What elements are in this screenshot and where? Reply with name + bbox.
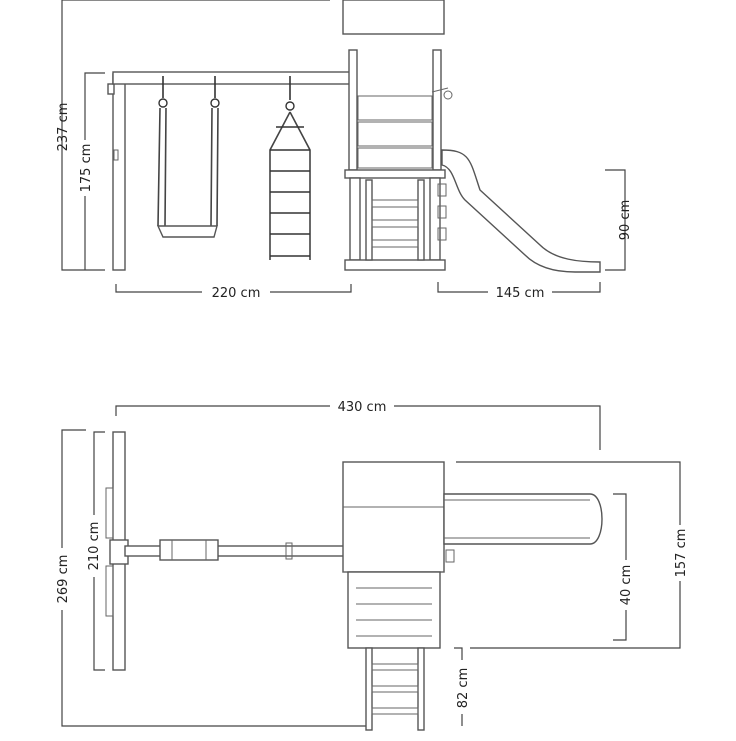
tower (342, 0, 453, 271)
dim-157-label: 157 cm (674, 529, 689, 578)
dim-210: 210 cm (86, 431, 105, 671)
dim-82-label: 82 cm (456, 668, 471, 709)
dim-145: 145 cm (437, 282, 601, 301)
dim-175: 175 cm (78, 72, 105, 270)
slide-top (443, 493, 603, 545)
dim-157: 157 cm (456, 461, 689, 649)
swing-frame (107, 71, 351, 271)
ladder-top (365, 647, 425, 731)
dim-82: 82 cm (454, 647, 471, 726)
dim-220-label: 220 cm (212, 286, 261, 301)
dim-430-label: 430 cm (338, 400, 387, 415)
dim-210-label: 210 cm (87, 522, 102, 571)
dim-40-label: 40 cm (619, 565, 634, 606)
dim-90-label: 90 cm (618, 200, 633, 241)
dim-237: 237 cm (56, 0, 330, 271)
rope-ladder (269, 76, 311, 260)
tower-ladder-front (365, 179, 425, 261)
tower-top (342, 461, 455, 573)
dim-175-label: 175 cm (79, 144, 94, 193)
front-view: 237 cm 175 cm (56, 0, 633, 301)
dim-269: 269 cm (54, 429, 372, 727)
dim-90: 90 cm (605, 169, 633, 271)
slide-side (437, 149, 601, 273)
dim-145-label: 145 cm (496, 286, 545, 301)
lower-deck-top (347, 571, 441, 649)
dim-220: 220 cm (115, 284, 352, 301)
swing-frame-top (105, 431, 348, 671)
dim-269-label: 269 cm (56, 555, 71, 604)
top-view: 430 cm 269 cm 210 cm (54, 400, 689, 731)
swing-seat (156, 76, 220, 238)
dim-237-label: 237 cm (56, 103, 71, 152)
dim-430: 430 cm (115, 400, 601, 450)
dim-40: 40 cm (613, 493, 634, 641)
